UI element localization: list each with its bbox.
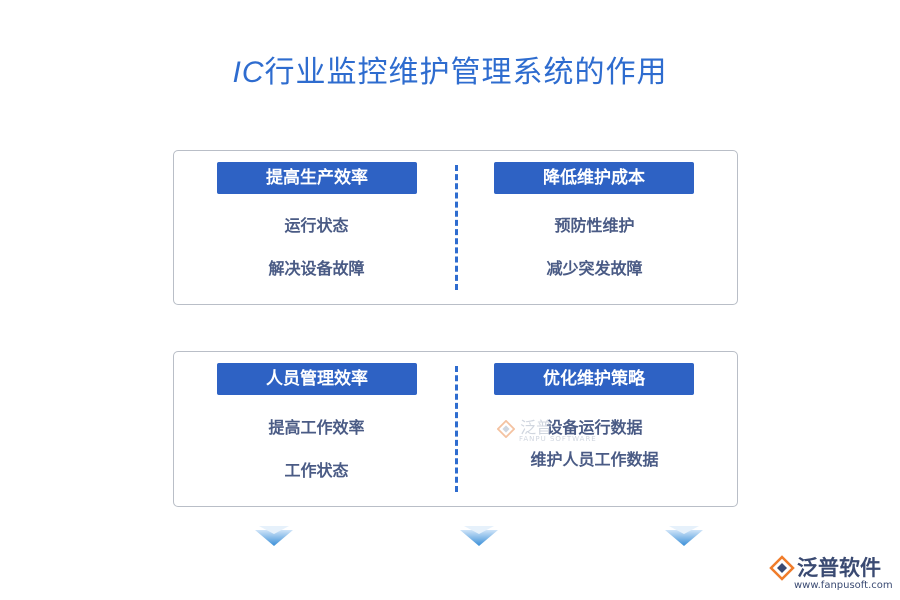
panel-2: 人员管理效率 提高工作效率 工作状态 优化维护策略 设备运行数据 维护人员工作数… xyxy=(173,351,738,507)
page-title: IC行业监控维护管理系统的作用 xyxy=(0,47,900,91)
watermark-text: 泛普 xyxy=(520,418,553,437)
watermark: 泛普 FANPU SOFTWARE xyxy=(497,414,597,443)
header-optimize-maintenance-strategy: 优化维护策略 xyxy=(494,363,694,395)
header-personnel-management-efficiency: 人员管理效率 xyxy=(217,363,417,395)
header-reduce-maintenance-cost: 降低维护成本 xyxy=(494,162,694,194)
brand-logo: 泛普软件 www.fanpusoft.com xyxy=(769,552,894,596)
dashed-divider xyxy=(455,366,458,492)
item-resolve-equipment-faults: 解决设备故障 xyxy=(268,259,365,278)
watermark-subtext: FANPU SOFTWARE xyxy=(519,435,597,443)
item-maintenance-staff-work-data: 维护人员工作数据 xyxy=(530,450,659,469)
panel-2-right-column: 优化维护策略 设备运行数据 维护人员工作数据 xyxy=(456,352,737,506)
item-work-status: 工作状态 xyxy=(284,461,349,480)
panel-1-right-column: 降低维护成本 预防性维护 减少突发故障 xyxy=(456,151,737,304)
item-preventive-maintenance: 预防性维护 xyxy=(554,216,635,235)
panel-1: 提高生产效率 运行状态 解决设备故障 降低维护成本 预防性维护 减少突发故障 xyxy=(173,150,738,305)
header-improve-production-efficiency: 提高生产效率 xyxy=(217,162,417,194)
title-prefix: IC xyxy=(232,56,265,89)
item-running-status: 运行状态 xyxy=(284,216,349,235)
brand-url: www.fanpusoft.com xyxy=(794,580,893,591)
item-improve-work-efficiency: 提高工作效率 xyxy=(268,418,365,437)
panel-2-left-column: 人员管理效率 提高工作效率 工作状态 xyxy=(174,352,455,506)
watermark-logo-icon xyxy=(497,419,515,438)
fanpu-logo-icon xyxy=(769,555,795,581)
title-main: 行业监控维护管理系统的作用 xyxy=(264,55,668,90)
item-equipment-operation-data: 设备运行数据 xyxy=(546,418,643,437)
dashed-divider xyxy=(455,165,458,290)
item-reduce-sudden-faults: 减少突发故障 xyxy=(546,259,643,278)
brand-name: 泛普软件 xyxy=(797,556,881,580)
panel-1-left-column: 提高生产效率 运行状态 解决设备故障 xyxy=(174,151,455,304)
